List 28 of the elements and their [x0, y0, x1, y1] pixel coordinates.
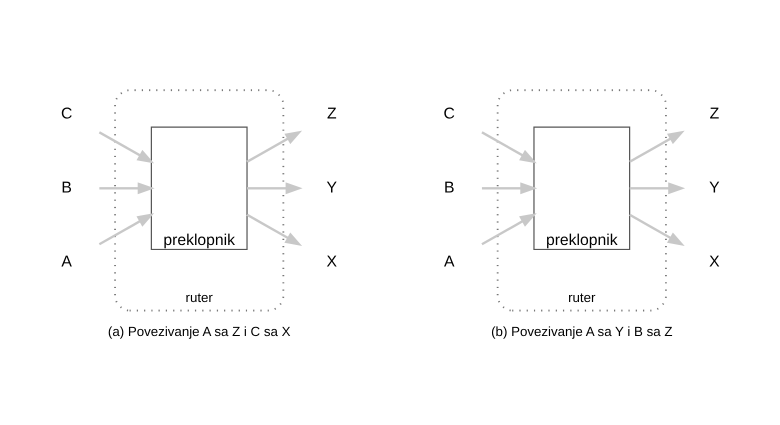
node-text: Y	[708, 179, 720, 196]
node-text: A	[443, 253, 454, 270]
arrow	[98, 182, 154, 194]
node-text: B	[60, 179, 72, 196]
node-text: C	[60, 106, 72, 123]
node-text: X	[326, 253, 337, 270]
arrow	[629, 182, 685, 194]
arrow	[481, 182, 537, 194]
node-text: C	[443, 106, 454, 123]
node-text: Z	[709, 106, 719, 123]
arrow	[98, 131, 154, 164]
node-text: B	[443, 179, 454, 196]
node-text: A	[60, 253, 72, 270]
arrow	[480, 131, 536, 164]
node-text: Z	[326, 106, 336, 123]
label: (a) Povezivanje A sa Z i C sa X	[107, 324, 290, 339]
arrow	[628, 130, 684, 163]
arrow	[98, 213, 154, 246]
label: (b) Povezivanje A sa Y i B sa Z	[490, 324, 672, 339]
arrow	[246, 214, 302, 246]
arrow	[628, 214, 684, 246]
node-text: X	[708, 253, 720, 270]
node-text: Y	[326, 179, 337, 196]
arrow	[246, 182, 302, 194]
arrow	[480, 213, 536, 246]
node-box: preklopnik	[532, 126, 630, 250]
node-box: preklopnik	[150, 126, 248, 250]
arrow	[246, 130, 302, 163]
